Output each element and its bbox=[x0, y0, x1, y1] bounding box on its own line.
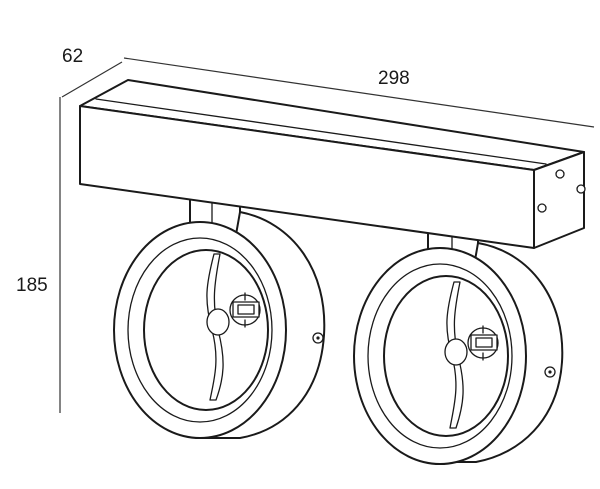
bar-top-inner-edge bbox=[95, 98, 547, 165]
depth-dimension-line bbox=[61, 61, 123, 98]
right-lamp-socket bbox=[467, 325, 499, 361]
left-middle-ring bbox=[127, 237, 273, 423]
end-screw-bottom-icon bbox=[537, 203, 547, 213]
mounting-bar bbox=[79, 79, 586, 249]
left-inner-ring bbox=[143, 249, 269, 411]
width-dimension-line bbox=[123, 57, 595, 128]
right-outer-ring bbox=[353, 247, 527, 465]
left-outer-ring bbox=[113, 221, 287, 439]
right-bulb bbox=[444, 338, 468, 366]
right-inner-ring bbox=[383, 275, 509, 437]
depth-label: 62 bbox=[62, 46, 83, 67]
height-label: 185 bbox=[16, 275, 48, 296]
left-spotlight bbox=[113, 194, 326, 439]
dimension-lines bbox=[59, 57, 595, 413]
end-screw-right-icon bbox=[576, 184, 586, 194]
right-middle-ring bbox=[367, 263, 513, 449]
left-bulb bbox=[206, 308, 230, 336]
width-label: 298 bbox=[378, 68, 410, 89]
left-lamp-socket bbox=[229, 292, 261, 328]
bar-end-face bbox=[533, 151, 585, 249]
right-spotlight bbox=[353, 227, 564, 465]
end-screw-top-icon bbox=[555, 169, 565, 179]
